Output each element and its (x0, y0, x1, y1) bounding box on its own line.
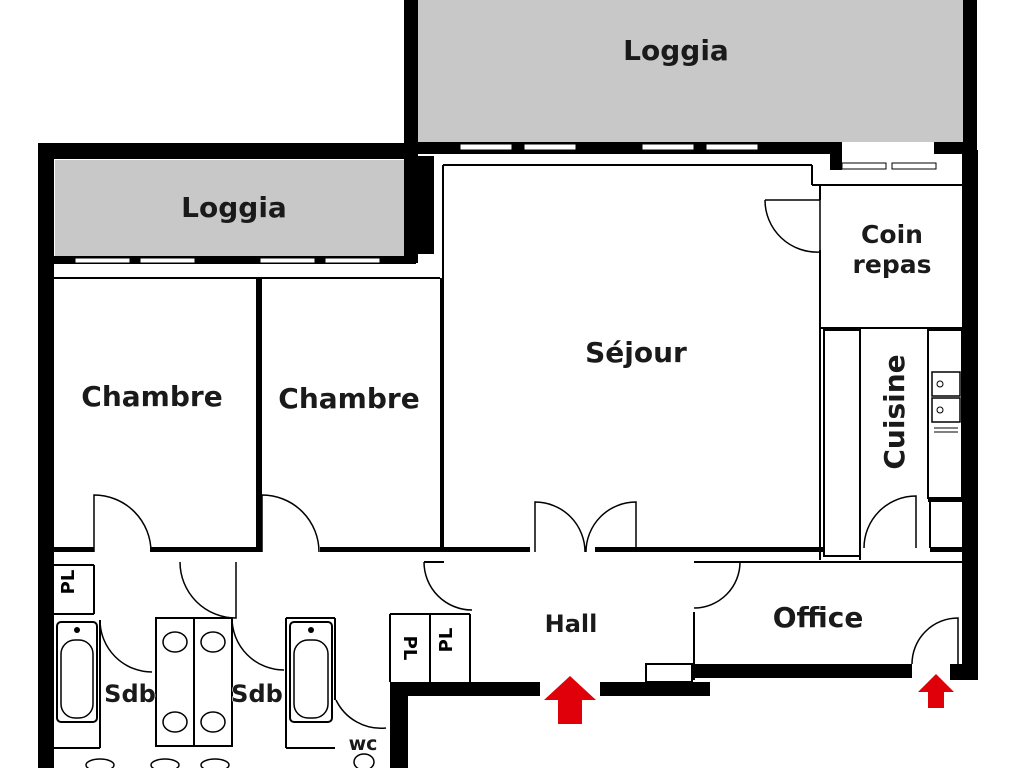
room-label-sejour: Séjour (585, 336, 687, 369)
loggia-top-area (418, 0, 963, 142)
room-label-pl-2: PL (399, 636, 420, 661)
room-label-sdb-2: Sdb (231, 680, 283, 708)
room-label-pl-3: PL (436, 628, 457, 653)
sink-icon (162, 631, 226, 733)
room-label-hall: Hall (545, 610, 598, 638)
bathtub-icon (56, 621, 98, 723)
windows (74, 143, 937, 264)
room-label-pl-1: PL (58, 570, 79, 595)
room-label-wc: wc (349, 733, 378, 755)
toilet-icon (85, 753, 375, 768)
room-label-chambre-1: Chambre (81, 380, 222, 413)
room-label-loggia-left: Loggia (181, 191, 287, 224)
entry-arrow-icon (544, 676, 596, 724)
loggia-left-area (55, 160, 415, 256)
interior-walls (54, 164, 963, 749)
stove-icon (931, 371, 961, 433)
room-label-loggia-top: Loggia (623, 34, 729, 67)
room-label-office: Office (773, 601, 864, 634)
doors (93, 199, 959, 729)
room-label-sdb-1: Sdb (104, 680, 156, 708)
room-label-coin-repas-line2: repas (853, 250, 932, 279)
entry-arrow-icon (918, 674, 954, 708)
bathtub-icon (289, 621, 333, 723)
room-label-cuisine: Cuisine (878, 354, 911, 469)
room-label-coin-repas-line1: Coin (861, 220, 923, 249)
room-label-chambre-2: Chambre (278, 382, 419, 415)
walls (38, 0, 978, 768)
